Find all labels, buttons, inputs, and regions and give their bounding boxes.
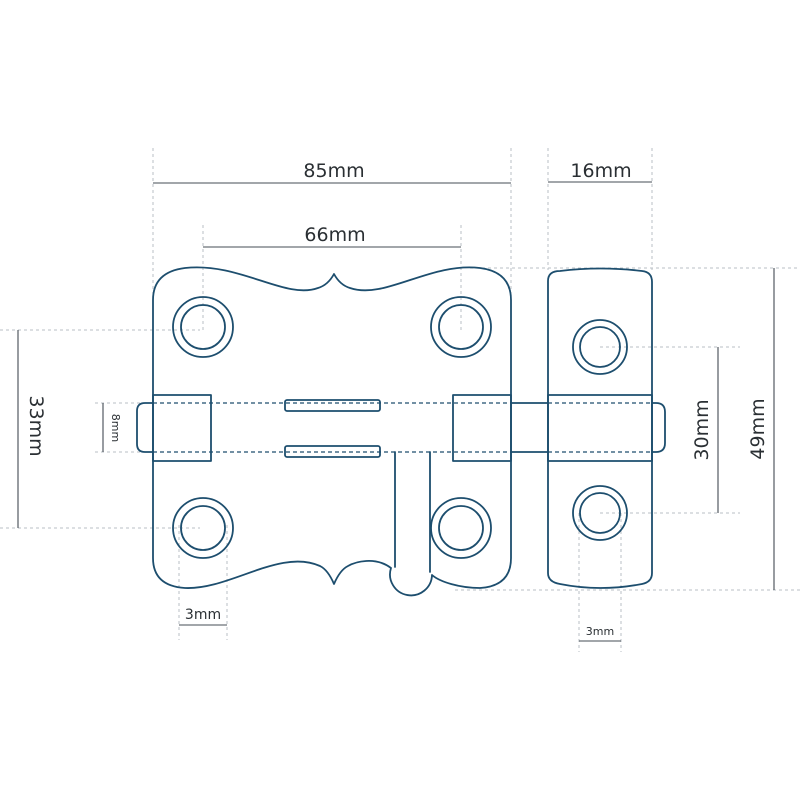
dim-label-keeper-hole-diameter: 3mm <box>586 625 614 638</box>
plate-holes <box>172 296 492 559</box>
extension-lines <box>0 148 800 652</box>
dim-label-plate-hole-spacing: 33mm <box>25 395 47 456</box>
keeper-bolt-guide <box>547 394 653 462</box>
dim-label-plate-hole-diameter: 3mm <box>185 607 221 623</box>
bolt-plate <box>152 266 512 597</box>
dim-label-keeper-hole-spacing: 30mm <box>691 399 713 460</box>
dim-label-keeper-width: 16mm <box>570 160 631 182</box>
dim-label-overall-width: 85mm <box>303 160 364 182</box>
left-bolt-guide <box>152 394 212 462</box>
upper-slot <box>284 399 381 412</box>
dim-label-overall-height: 49mm <box>747 398 769 459</box>
dim-label-bolt-height: 8mm <box>109 414 122 442</box>
lower-slot <box>284 445 381 458</box>
bolt-shaft <box>136 402 666 453</box>
keeper-holes <box>572 319 628 541</box>
dim-label-hole-spacing: 66mm <box>304 224 365 246</box>
right-bolt-guide <box>452 394 512 462</box>
bolt-handle <box>394 451 431 573</box>
dimension-lines <box>17 181 775 642</box>
keeper-plate <box>547 267 653 589</box>
